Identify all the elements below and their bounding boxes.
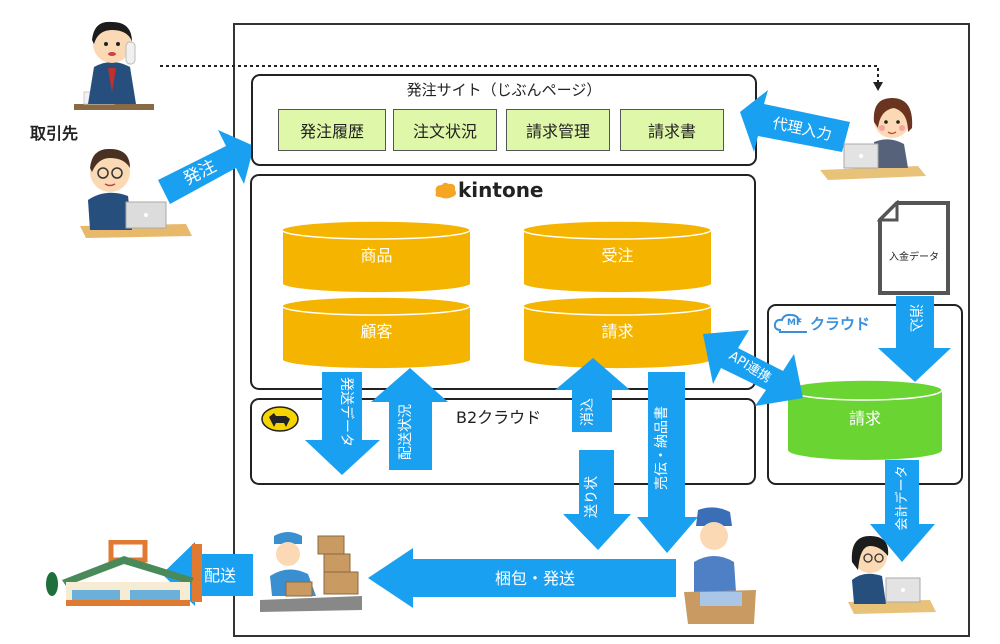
reconcile-mf-label: 消込 <box>907 304 923 332</box>
b2-cloud-title: B2クラウド <box>456 408 542 427</box>
slip-arrow <box>563 450 631 550</box>
feature-billing-management[interactable]: 請求管理 <box>506 109 610 151</box>
yamato-logo-icon <box>261 406 299 432</box>
pack-ship-label: 梱包・発送 <box>495 569 575 588</box>
db-customers[interactable] <box>281 296 471 369</box>
accounting-data-arrow <box>870 460 935 562</box>
mf-billing-db-label: 請求 <box>848 409 881 428</box>
mf-billing-db[interactable] <box>785 378 945 463</box>
kintone-logo-text: kintone <box>458 178 544 202</box>
client-phone-illustration <box>74 21 154 110</box>
packer-illustration <box>684 507 756 624</box>
invoice-delivery-note-label: 売伝・納品書 <box>654 406 670 490</box>
db-customers-label: 顧客 <box>360 322 393 341</box>
mf-cloud-logo-text: クラウド <box>810 315 871 333</box>
client-label: 取引先 <box>30 124 79 143</box>
db-orders[interactable] <box>522 220 712 293</box>
mf-cloud-logo-icon <box>773 313 807 333</box>
order-arrow: 発注 <box>158 130 254 204</box>
feature-order-status[interactable]: 注文状況 <box>393 109 497 151</box>
accounting-data-label: 会計データ <box>894 465 910 530</box>
mf-cloud-logo-mark: MF <box>787 318 803 328</box>
slip-label: 送り状 <box>584 476 600 518</box>
db-products-label: 商品 <box>360 246 393 265</box>
feature-order-history[interactable]: 発注履歴 <box>278 109 386 151</box>
invoice-delivery-note-arrow <box>637 372 698 553</box>
kintone-logo-icon <box>435 182 456 199</box>
phone-dashed-line <box>160 65 883 91</box>
reconcile-kintone-label: 消込 <box>580 398 596 426</box>
delivery-status-label: 配送状況 <box>398 404 414 460</box>
delivery-label: 配送 <box>204 566 236 585</box>
accountant-illustration <box>848 536 936 614</box>
order-site-title: 発注サイト（じぶんページ） <box>406 81 602 99</box>
proxy-input-arrow: 代理入力 <box>740 90 850 152</box>
payment-data-document <box>877 200 950 295</box>
client-pc-illustration <box>80 148 192 238</box>
payment-data-label: 入金データ <box>889 252 939 263</box>
db-products[interactable] <box>281 220 471 293</box>
reconcile-mf-arrow <box>878 296 951 382</box>
db-billing[interactable] <box>522 296 712 369</box>
operator-illustration <box>820 98 926 180</box>
ship-data-label: 発送データ <box>338 377 355 447</box>
kintone-databases <box>281 220 712 369</box>
feature-invoice[interactable]: 請求書 <box>620 109 724 151</box>
warehouse-worker-illustration <box>260 532 362 612</box>
pack-ship-arrow <box>368 548 676 608</box>
delivery-status-arrow <box>371 368 448 470</box>
system-frame <box>233 23 970 637</box>
api-link-arrow <box>703 330 803 406</box>
reconcile-kintone-arrow <box>555 358 630 432</box>
db-billing-label: 請求 <box>601 322 634 341</box>
store-illustration <box>46 540 202 606</box>
ship-data-arrow <box>305 372 380 475</box>
db-orders-label: 受注 <box>601 246 634 265</box>
